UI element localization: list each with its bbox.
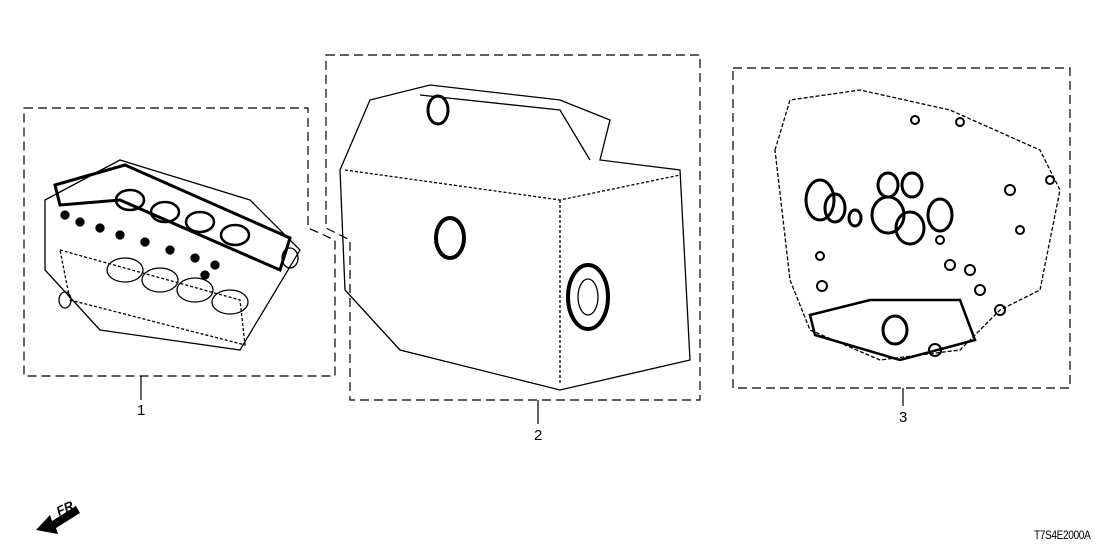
engine-block-illustration	[339, 84, 691, 391]
diagram-code: T7S4E2000A	[1033, 528, 1091, 542]
callout-2[interactable]: 2	[534, 427, 543, 444]
part-1-box	[23, 107, 336, 377]
part-2-box	[325, 54, 701, 401]
front-arrow-icon	[36, 506, 80, 534]
callout-3[interactable]: 3	[899, 409, 908, 426]
transmission-gasket-illustration	[774, 89, 1061, 362]
callout-1[interactable]: 1	[137, 402, 146, 419]
cylinder-head-illustration	[44, 159, 301, 351]
part-3-box	[732, 67, 1071, 389]
